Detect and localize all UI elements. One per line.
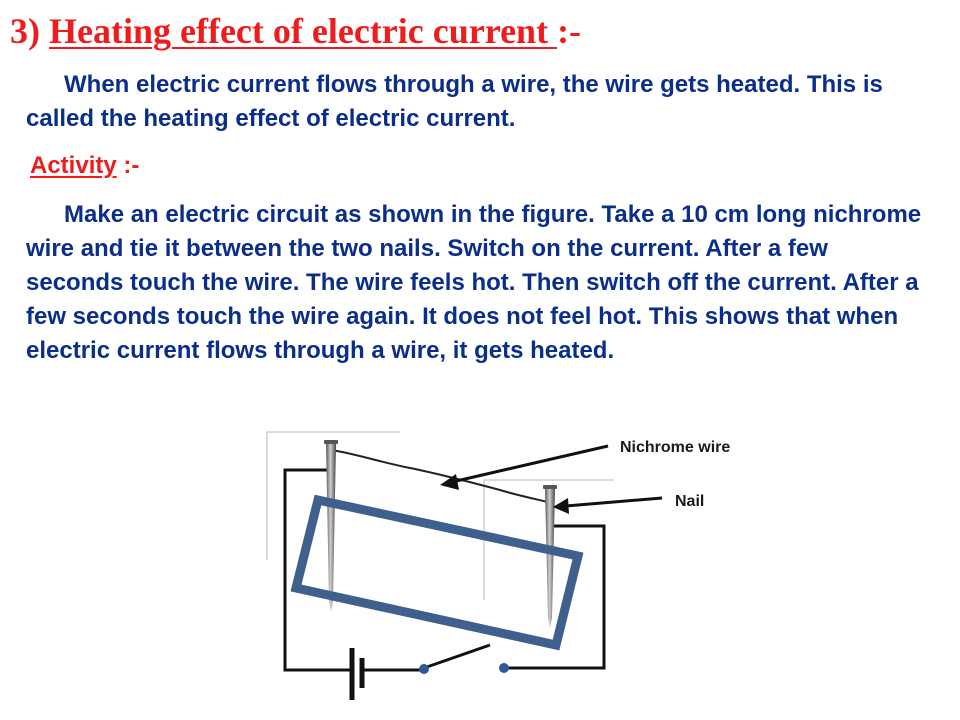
nichrome-wire (331, 449, 553, 504)
right-nail (543, 485, 557, 628)
pointer-arrows (440, 444, 663, 514)
activity-suffix: :- (116, 152, 140, 179)
circuit-wires (283, 468, 606, 672)
photo-frame-edges (266, 431, 614, 600)
title-heading: Heating effect of electric current (49, 11, 558, 51)
battery-cell (349, 648, 365, 700)
title-suffix: :- (557, 11, 582, 51)
title-number: 3) (10, 11, 40, 51)
board-frame (290, 494, 584, 651)
intro-paragraph: When electric current flows through a wi… (26, 71, 883, 132)
activity-label: Activity (30, 152, 117, 179)
slide-title: 3) Heating effect of electric current :- (10, 10, 581, 52)
switch (419, 643, 509, 674)
activity-heading: Activity :- (30, 152, 139, 180)
left-nail (324, 440, 338, 612)
activity-paragraph: Make an electric circuit as shown in the… (26, 201, 922, 364)
nichrome-wire-label: Nichrome wire (620, 439, 730, 456)
nail-label: Nail (675, 493, 704, 510)
